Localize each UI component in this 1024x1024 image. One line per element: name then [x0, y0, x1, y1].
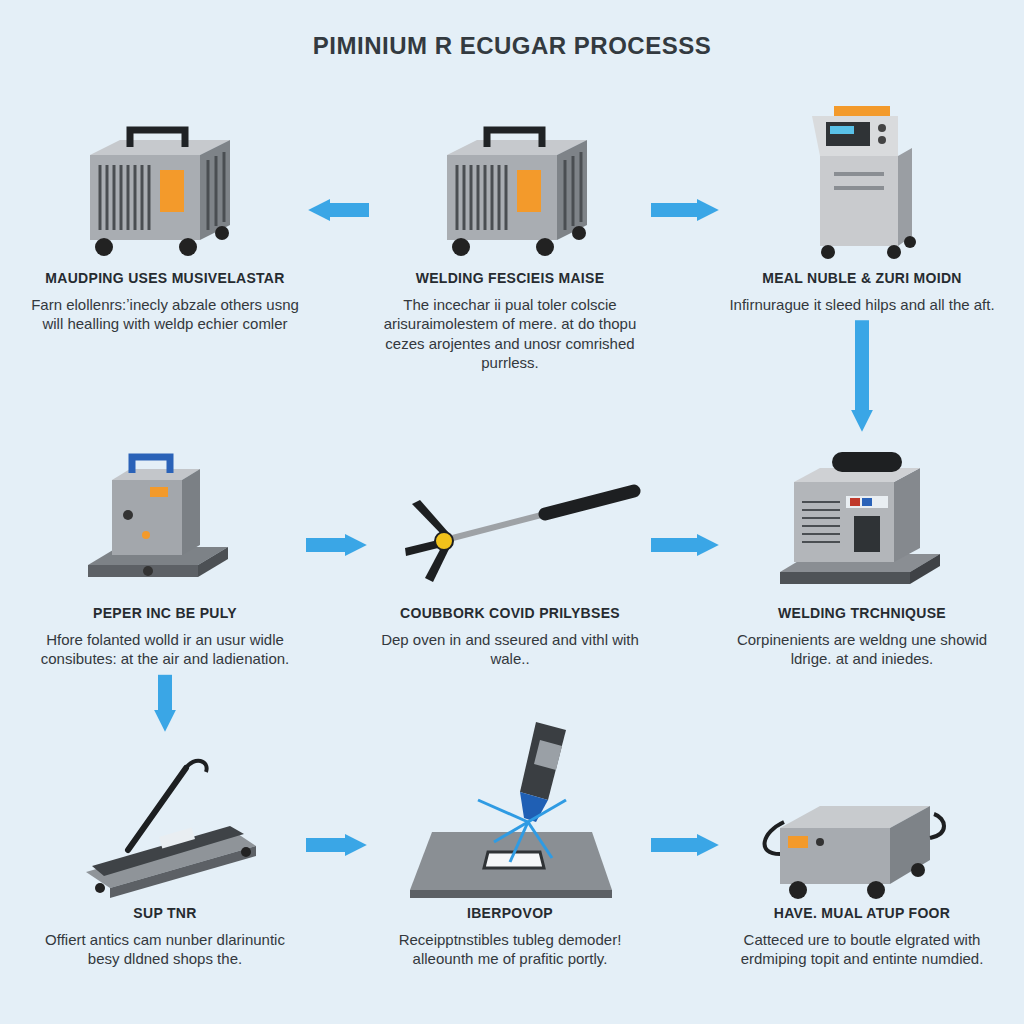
step-description: Offiert antics cam nunber dlarinuntic be… [30, 930, 300, 969]
roller-machine [780, 452, 940, 584]
cube-unit [88, 457, 228, 577]
flow-arrow [651, 203, 699, 217]
welding-machine [447, 130, 587, 256]
step-description: Hfore folanted wolld ir an usur widle co… [30, 630, 300, 669]
step-heading: MEAL NUBLE & ZURI MOIDN [727, 270, 997, 287]
step-description: Infirnurague it sleed hilps and all the … [727, 295, 997, 315]
step-heading: MAUDPING USES MUSIVELASTAR [30, 270, 300, 287]
step-heading: PEPER INC BE PULY [30, 605, 300, 622]
process-step: WELDING TRCHNIQUSE Corpinenients are weld… [727, 440, 997, 669]
cabinet-machine [812, 106, 916, 259]
step-description: The incechar ii pual toler colscie arisu… [375, 295, 645, 373]
step-heading: WELDING FESCIEIS MAISE [375, 270, 645, 287]
process-step: IBERPOVOP Receipptnstibles tubleg demoder… [375, 740, 645, 969]
step-description: Dep oven in and sseured and vithl with w… [375, 630, 645, 669]
process-step: WELDING FESCIEIS MAISE The incechar ii pu… [375, 105, 645, 373]
step-heading: SUP TNR [30, 905, 300, 922]
step-description: Corpinenients are weldng une showid ldri… [727, 630, 997, 669]
process-step: HAVE. MUAL ATUP FOOR Catteced ure to bout… [727, 740, 997, 969]
step-description: Farn elollenrs:ʼinecly abzale others usn… [30, 295, 300, 334]
hammer-tool [405, 491, 634, 582]
flow-arrow [306, 838, 347, 852]
process-step: MAUDPING USES MUSIVELASTAR Farn elollenrs… [30, 105, 300, 334]
step-heading: COUBBORK COVID PRILYBSES [375, 605, 645, 622]
power-unit [765, 806, 944, 899]
step-heading: IBERPOVOP [375, 905, 645, 922]
step-heading: WELDING TRCHNIQUSE [727, 605, 997, 622]
welding-torch [410, 722, 612, 898]
diagram-title: PIMINIUM R ECUGAR PROCESSS [0, 32, 1024, 60]
step-heading: HAVE. MUAL ATUP FOOR [727, 905, 997, 922]
flow-arrow [306, 538, 347, 552]
process-step: MEAL NUBLE & ZURI MOIDN Infirnurague it s… [727, 105, 997, 314]
welding-machine [90, 130, 230, 256]
process-step: COUBBORK COVID PRILYBSES Dep oven in and … [375, 440, 645, 669]
step-description: Catteced ure to boutle elgrated with erd… [727, 930, 997, 969]
tray-rod [86, 761, 256, 898]
flow-arrow [855, 320, 869, 412]
flow-arrow [651, 838, 699, 852]
flow-arrow [158, 675, 172, 712]
process-step: PEPER INC BE PULY Hfore folanted wolld ir… [30, 440, 300, 669]
process-step: SUP TNR Offiert antics cam nunber dlarinu… [30, 740, 300, 969]
flow-arrow [651, 538, 699, 552]
step-description: Receipptnstibles tubleg demoder! alleoun… [375, 930, 645, 969]
flow-arrow [328, 203, 369, 217]
